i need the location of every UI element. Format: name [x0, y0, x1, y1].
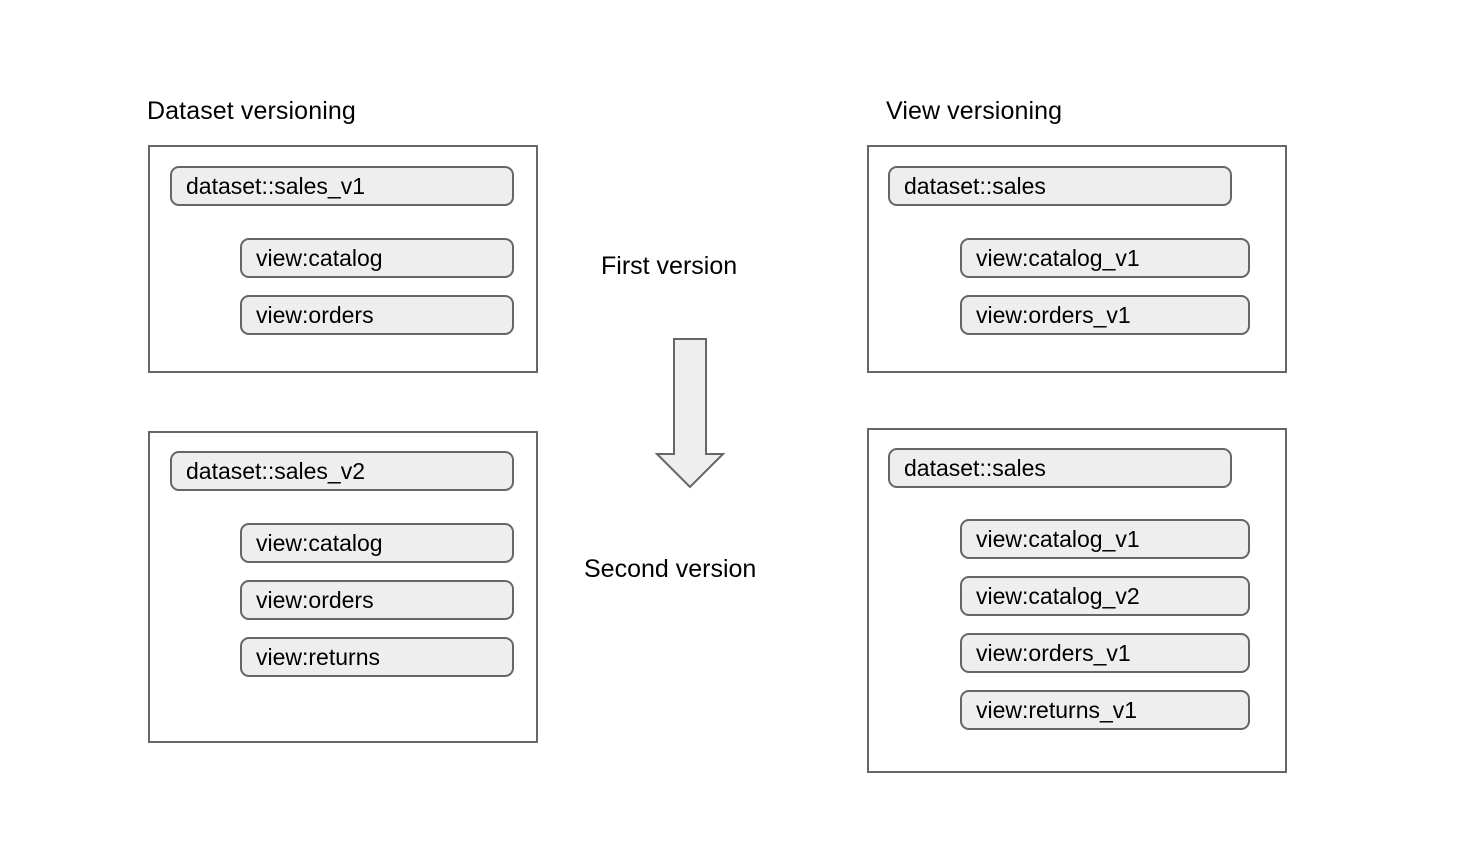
view-pill[interactable]: view:catalog_v1	[960, 519, 1250, 559]
view-pill[interactable]: view:returns_v1	[960, 690, 1250, 730]
dataset-pill[interactable]: dataset::sales_v2	[170, 451, 514, 491]
view-pill[interactable]: view:catalog	[240, 238, 514, 278]
column-title-view-versioning: View versioning	[886, 97, 1063, 125]
view-pill[interactable]: view:catalog	[240, 523, 514, 563]
view-pill[interactable]: view:orders_v1	[960, 633, 1250, 673]
dataset-pill[interactable]: dataset::sales	[888, 166, 1232, 206]
view-pill[interactable]: view:catalog_v1	[960, 238, 1250, 278]
first-version-label: First version	[601, 252, 738, 280]
view-pill[interactable]: view:returns	[240, 637, 514, 677]
dataset-pill[interactable]: dataset::sales_v1	[170, 166, 514, 206]
view-pill[interactable]: view:orders_v1	[960, 295, 1250, 335]
view-pill[interactable]: view:catalog_v2	[960, 576, 1250, 616]
view-pill[interactable]: view:orders	[240, 580, 514, 620]
dataset-pill[interactable]: dataset::sales	[888, 448, 1232, 488]
second-version-label: Second version	[584, 555, 757, 583]
column-title-dataset-versioning: Dataset versioning	[147, 97, 356, 125]
down-arrow-icon	[654, 338, 726, 489]
view-pill[interactable]: view:orders	[240, 295, 514, 335]
